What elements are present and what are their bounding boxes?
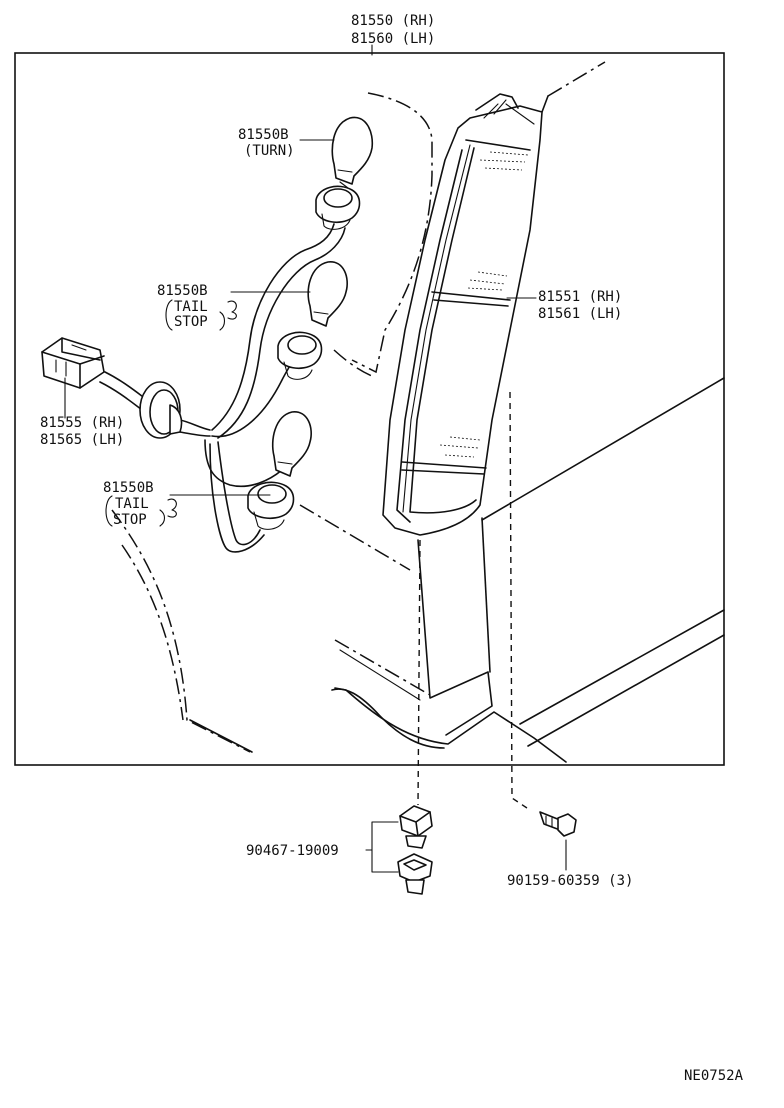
diagram-code: NE0752A (684, 1068, 744, 1084)
tail-bulb-2-symbol (167, 498, 177, 518)
tail-socket-1 (277, 331, 323, 380)
tail-bulb-2-desc1-label: TAIL (115, 496, 149, 512)
clip-part-label: 90467-19009 (246, 843, 339, 859)
turn-bulb-desc-label: (TURN) (244, 143, 295, 159)
socket-dash-lines (333, 349, 373, 377)
turn-bulb (331, 116, 374, 189)
grommet (139, 381, 183, 439)
screw-install-line (509, 391, 531, 811)
tail-bulb-1-part-label: 81550B (157, 283, 208, 299)
tail-bulb-2-bracket-right (159, 509, 166, 527)
tail-bulb-1-symbol (227, 300, 237, 320)
tail-bulb-2-bracket (105, 495, 113, 527)
lens-label-rh: 81551 (RH) (538, 289, 622, 305)
tail-bulb-2 (271, 411, 312, 477)
tail-bulb-2-part-label: 81550B (103, 480, 154, 496)
diagram-frame (14, 52, 725, 766)
tail-bulb-1-bracket (165, 299, 173, 331)
turn-bulb-part-label: 81550B (238, 127, 289, 143)
tail-bulb-1-desc1-label: TAIL (174, 299, 208, 315)
clip-install-line (417, 539, 421, 806)
harness-connector (41, 337, 105, 389)
lens-assembly (382, 93, 543, 536)
turn-socket (315, 185, 361, 230)
tail-bulb-1-desc2-label: STOP (174, 314, 208, 330)
clip-upper (399, 805, 433, 849)
tail-bulb-1-bracket-right (219, 311, 226, 331)
body-panel-outline (111, 61, 725, 763)
lens-label-lh: 81561 (LH) (538, 306, 622, 322)
housing-label-rh: 81550 (RH) (351, 13, 435, 29)
tail-bulb-2-desc2-label: STOP (113, 512, 147, 528)
tail-bulb-1 (307, 261, 348, 327)
tail-socket-2 (247, 481, 295, 530)
screw-part-label: 90159-60359 (3) (507, 873, 633, 889)
clip-lower (397, 853, 433, 895)
housing-label-lh: 81560 (LH) (351, 31, 435, 47)
socket-label-rh: 81555 (RH) (40, 415, 124, 431)
screw (539, 811, 577, 837)
socket-label-lh: 81565 (LH) (40, 432, 124, 448)
leader-lines (64, 139, 567, 873)
